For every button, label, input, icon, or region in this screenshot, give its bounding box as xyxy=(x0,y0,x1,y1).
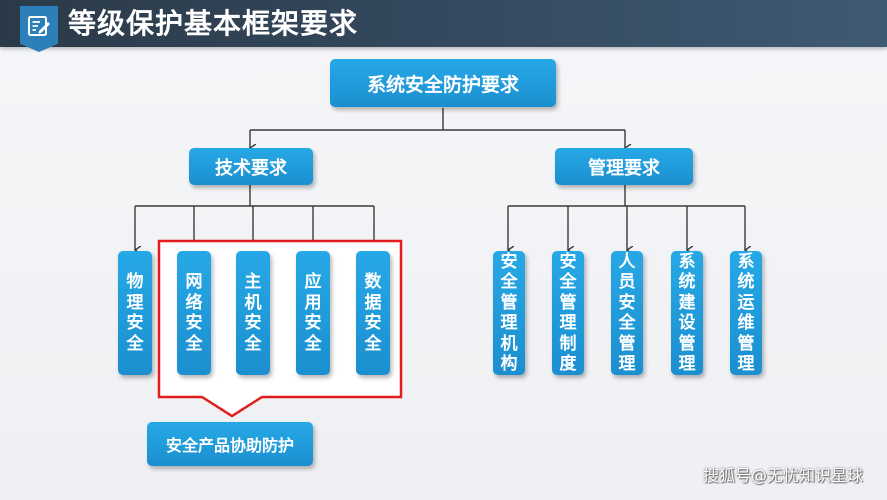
security-product-callout: 安全产品协助防护 xyxy=(147,422,313,466)
tech-item-application: 应用安全 xyxy=(296,251,330,375)
mgmt-requirements-label: 管理要求 xyxy=(588,157,660,179)
mgmt-item-personnel: 人员安全管理 xyxy=(611,251,643,375)
tech-requirements-node: 技术要求 xyxy=(189,148,313,185)
callout-label: 安全产品协助防护 xyxy=(165,436,294,455)
tech-item-physical: 物理安全 xyxy=(118,251,152,375)
mgmt-requirements-node: 管理要求 xyxy=(555,148,693,185)
tech-item-data: 数据安全 xyxy=(356,251,390,375)
title-bar: 等级保护基本框架要求 xyxy=(0,0,887,52)
tech-requirements-label: 技术要求 xyxy=(215,157,287,179)
edit-note-icon xyxy=(20,6,58,52)
mgmt-item-policy: 安全管理制度 xyxy=(552,251,584,375)
tech-item-host: 主机安全 xyxy=(236,251,270,375)
page-title: 等级保护基本框架要求 xyxy=(68,7,359,40)
mgmt-item-operations: 系统运维管理 xyxy=(730,251,762,375)
tech-item-network: 网络安全 xyxy=(177,251,211,375)
root-node: 系统安全防护要求 xyxy=(330,59,556,107)
watermark: 搜狐号@无忧知识星球 xyxy=(702,466,863,485)
mgmt-item-organization: 安全管理机构 xyxy=(493,251,525,375)
mgmt-item-construction: 系统建设管理 xyxy=(671,251,703,375)
root-node-label: 系统安全防护要求 xyxy=(366,73,519,96)
